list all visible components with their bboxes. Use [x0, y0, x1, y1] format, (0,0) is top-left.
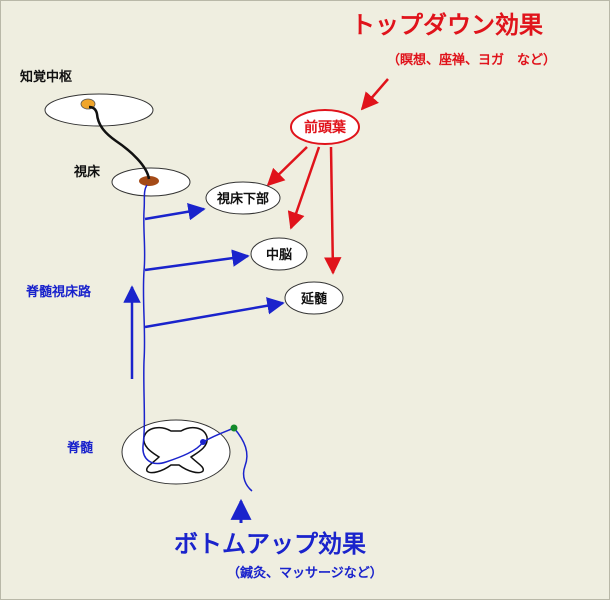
prefrontal-arrow-hypothalamus — [266, 146, 308, 187]
branch-arrow-hypothalamus — [144, 203, 206, 221]
thalamocortical-fiber — [88, 105, 151, 180]
prefrontal-node: 前頭葉 — [290, 109, 360, 145]
gray-matter-butterfly — [143, 426, 208, 474]
primary-afferent-fiber — [202, 427, 253, 492]
medulla-node: 延髄 — [284, 281, 344, 315]
hypothalamus-node: 視床下部 — [205, 181, 281, 215]
spinothalamic-fiber — [142, 184, 204, 465]
branch-arrow-midbrain — [144, 249, 250, 272]
perception-center-label: 知覚中枢 — [20, 70, 73, 85]
thalamus-label: 視床 — [74, 165, 101, 180]
perception-center-ellipse — [44, 93, 154, 127]
top-down-arrow-to-prefrontal — [360, 78, 389, 111]
top-down-subtitle: （瞑想、座禅、ヨガ など） — [387, 53, 557, 68]
spinal-cord-label: 脊髄 — [67, 441, 94, 456]
synapse-dot — [200, 439, 206, 445]
medulla-label: 延髄 — [300, 291, 327, 307]
bottom-up-title: ボトムアップ効果 — [174, 530, 366, 558]
receptor-dot — [230, 424, 238, 432]
prefrontal-arrow-midbrain — [287, 146, 321, 230]
spinothalamic-tract-label: 脊髄視床路 — [26, 285, 92, 300]
prefrontal-arrow-medulla — [324, 146, 342, 275]
bottom-up-subtitle: （鍼灸、マッサージなど） — [227, 566, 383, 581]
prefrontal-label: 前頭葉 — [304, 119, 347, 136]
branch-arrow-medulla — [144, 297, 285, 329]
thalamus-nucleus — [139, 176, 159, 186]
hypothalamus-label: 視床下部 — [216, 191, 269, 207]
top-down-title: トップダウン効果 — [351, 11, 543, 39]
midbrain-label: 中脳 — [266, 247, 292, 263]
midbrain-node: 中脳 — [250, 237, 308, 271]
